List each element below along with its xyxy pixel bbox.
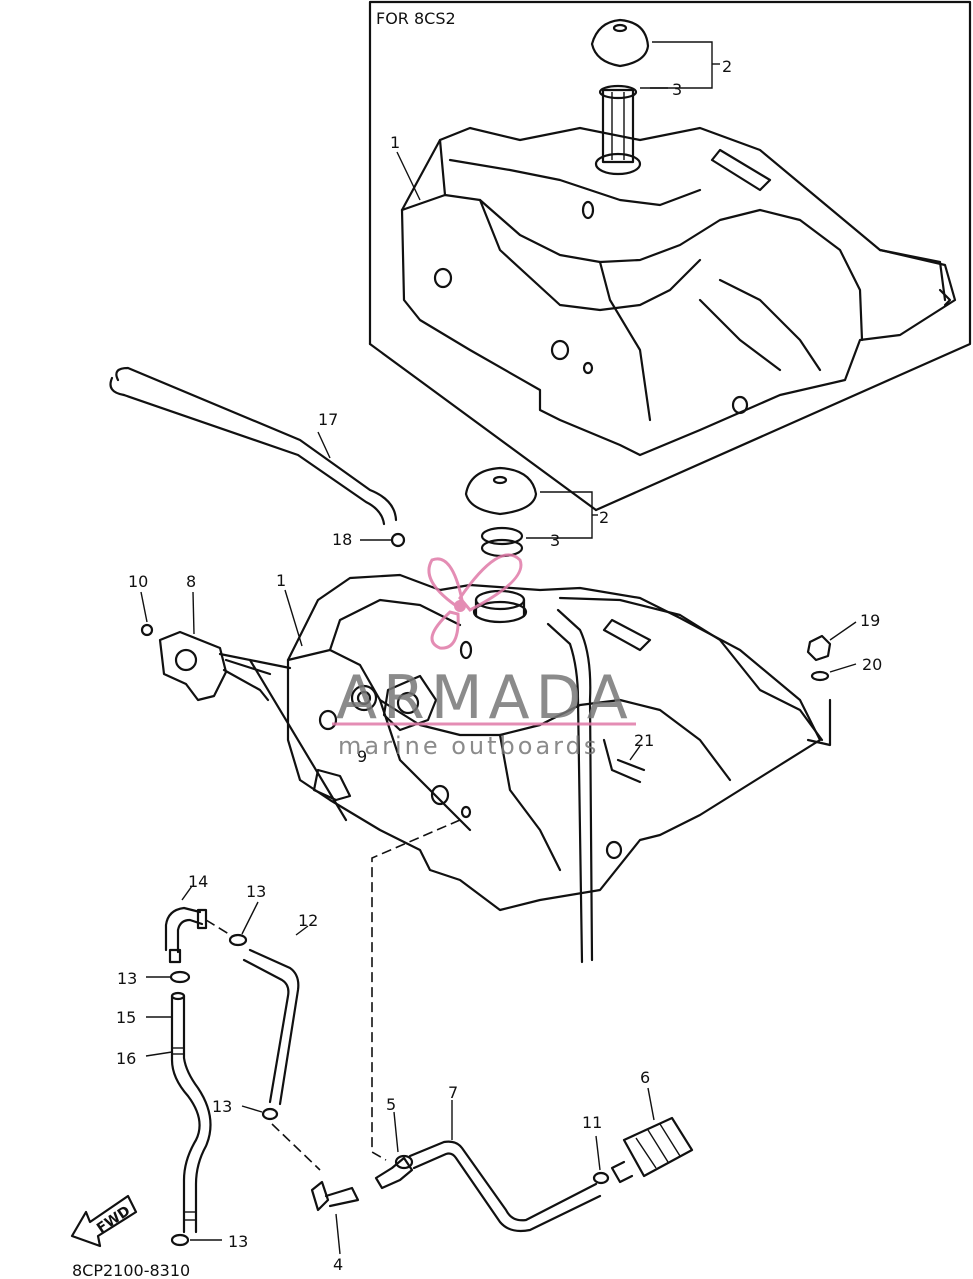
hose-15-16 [170, 991, 212, 1234]
diagram-code: 8CP2100-8310 [72, 1261, 190, 1279]
clip-18 [360, 532, 406, 548]
callout-3-inset: 3 [672, 80, 682, 99]
callout-7: 7 [448, 1083, 458, 1102]
clip-13-lower [241, 1105, 321, 1171]
callout-19: 19 [860, 611, 880, 630]
joint-5 [374, 1154, 414, 1190]
callout-1-main: 1 [276, 571, 286, 590]
callout-2-main: 2 [599, 508, 609, 527]
clip-13-upper [205, 901, 259, 947]
connector-4 [310, 1180, 360, 1255]
joint-14 [164, 906, 208, 964]
callout-2-inset: 2 [722, 57, 732, 76]
fwd-arrow-icon: FWD [70, 1194, 138, 1248]
breather-hose-edge [546, 622, 584, 964]
clip-13-bottom [170, 1233, 222, 1247]
pipe-7 [408, 1140, 602, 1233]
callout-11: 11 [582, 1113, 602, 1132]
callout-12: 12 [298, 911, 318, 930]
inset-frame [368, 0, 972, 512]
callout-15: 15 [116, 1008, 136, 1027]
callout-13-c: 13 [212, 1097, 232, 1116]
callout-17: 17 [318, 410, 338, 429]
callout-21: 21 [634, 731, 654, 750]
callout-18: 18 [332, 530, 352, 549]
callout-4: 4 [333, 1255, 343, 1274]
callout-10: 10 [128, 572, 148, 591]
inset-title: FOR 8CS2 [376, 9, 456, 28]
fwd-label: FWD [94, 1203, 133, 1237]
callout-9: 9 [357, 747, 367, 766]
watermark-tagline: marine outboards [338, 732, 599, 760]
propeller-logo-icon [427, 553, 523, 650]
watermark-brand: ARMADA [336, 663, 634, 733]
main-filler-cap [464, 466, 538, 558]
breather-hose [556, 608, 594, 962]
fuel-gauge-assembly [140, 623, 292, 702]
callout-13-b: 13 [117, 969, 137, 988]
inset-leaders [396, 41, 720, 201]
nut-washer [806, 634, 832, 682]
callout-14: 14 [188, 872, 208, 891]
callout-8: 8 [186, 572, 196, 591]
callout-1-inset: 1 [390, 133, 400, 152]
tank-outlet-leader [371, 819, 461, 1161]
breather-pipe [109, 366, 398, 526]
callout-16: 16 [116, 1049, 136, 1068]
callout-6: 6 [640, 1068, 650, 1087]
fuel-filter-6 [610, 1116, 694, 1184]
callout-5: 5 [386, 1095, 396, 1114]
watermark: ARMADA marine outboards [332, 553, 636, 760]
hose-12 [242, 948, 300, 1106]
callout-13-a: 13 [246, 882, 266, 901]
clip-13-mid [146, 970, 191, 984]
callout-3-main: 3 [550, 531, 560, 550]
callout-13-d: 13 [228, 1232, 248, 1251]
callout-20: 20 [862, 655, 882, 674]
clip-11 [592, 1135, 610, 1185]
inset-fuel-tank [400, 18, 957, 457]
